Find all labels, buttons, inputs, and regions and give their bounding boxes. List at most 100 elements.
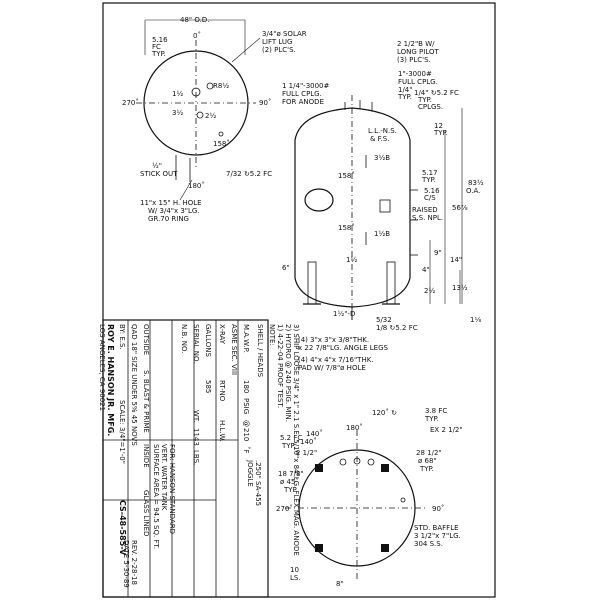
tb-joggle: JOGGLE — [246, 459, 254, 487]
dim-158-el: 158˚ — [338, 172, 355, 180]
typ-516-label: 5.16 FC TYP. — [151, 36, 170, 58]
overall-label: 83½ O.A. — [466, 179, 486, 195]
tb-mawp: M.A.W.P. — [242, 324, 250, 353]
fc-label: 7/32 ↻5.2 FC — [226, 170, 272, 178]
dim-14: 14" — [450, 256, 462, 264]
dim-3b: 3½B — [374, 154, 390, 162]
sheet-border — [102, 2, 496, 598]
angle-180-plan: 180˚ — [346, 424, 363, 432]
tb-finish: S. BLAST & PRIME — [142, 370, 150, 433]
tb-wt-val: 1143 — [192, 428, 200, 446]
baffle-label: STD. BAFFLE 3 1/2"x 7"LG. 304 S.S. — [414, 524, 463, 548]
angle-28-label: 28 1/2" ø 68" TYP. — [416, 449, 444, 473]
tb-shell-heads: SHELL / HEADS — [256, 324, 264, 378]
plan-view: 120˚ ↻ 3.8 FC TYP. EX 2 1/2" 140˚ 140˚ 5… — [276, 407, 463, 588]
tb-gallons-val: 585 — [204, 380, 212, 393]
tb-xray-val: RT-NO — [218, 380, 226, 402]
angle-270-plan: 270˚ — [276, 505, 293, 513]
tb-company: ROY E. HANSON JR. MFG. — [106, 324, 115, 436]
dim-1half: 1½ — [172, 90, 183, 98]
shell-outline — [294, 107, 411, 308]
cs-516-label: 5.16 C/S — [424, 187, 442, 202]
dim-8: 8" — [336, 580, 344, 588]
fc-38-label: 3.8 FC TYP. — [424, 407, 450, 423]
tb-xray: X-RAY — [218, 324, 226, 345]
tb-date: DATE 5-30-89 — [122, 540, 130, 588]
tb-by: BY: E.S. — [118, 324, 126, 350]
tb-temp: 210 — [242, 428, 250, 441]
tb-hlw: H.L.W. — [218, 420, 226, 442]
ex-label: EX 2 1/2" — [430, 426, 463, 434]
tb-scale: SCALE: 3/4"=1'-0" — [118, 400, 126, 464]
solar-lug-label: 3/4"ø SOLAR LIFT LUG (2) PLC'S. — [262, 30, 309, 54]
tb-gallons: GALLONS — [204, 324, 212, 358]
dim-4: 4" — [422, 266, 430, 274]
pilot-label: 2 1/2"B W/ LONG PILOT (3) PLC'S. — [397, 40, 441, 64]
angle-158-label: 158˚ — [213, 140, 230, 148]
angle-90-plan: 90˚ — [432, 505, 444, 513]
tb-dwg-no: CS-48-585-V — [118, 500, 127, 556]
angle-270-label: 270˚ — [122, 99, 139, 107]
tb-spec: QAD 18" SIZE UNDER 5% 45 NOVS — [130, 324, 138, 446]
leg-plate-sw — [315, 544, 323, 552]
angle-180-label: 180˚ — [188, 182, 205, 190]
typ-14-label: 1/4" TYP. — [397, 86, 415, 101]
head-outline — [143, 50, 249, 156]
leg-plate-ne — [381, 464, 389, 472]
leg-plate-nw — [315, 464, 323, 472]
title-block: SHELL / HEADS M.A.W.P. 180 PSIG @ 210 ˚F… — [98, 319, 300, 598]
tb-at: @ — [242, 420, 250, 427]
legs-label: (4) 3"x 3"x 3/8"THK. x 22 7/8"LG. ANGLE … — [298, 336, 389, 352]
dim-1-16: 1⅛ — [470, 316, 481, 324]
typ-plan: TYP. — [281, 442, 296, 450]
tb-note-1: 1) 4-22-04 PROOF TEST. — [276, 324, 284, 408]
tb-customer: FOR: HANSON STANDARD — [168, 444, 176, 534]
dim-2-1-2: 2 1/2" — [296, 449, 317, 457]
dim-6: 6" — [282, 264, 290, 272]
ls-label: 10 LS. — [290, 566, 301, 582]
dim-18-label: 18 7/8" ø 45˚ TYP. — [278, 470, 306, 494]
dim-15b: 1½B — [374, 230, 390, 238]
tb-inside: INSIDE — [142, 444, 150, 468]
tb-asme: ASME SEC. VIII — [230, 324, 238, 375]
angle-140b: 140˚ — [300, 438, 317, 446]
manhole-label: 11"x 15" H. HOLE W/ 3/4"x 3"LG. GR.70 RI… — [140, 199, 204, 223]
cplg-3000-a: 1"-3000# FULL CPLG. — [398, 70, 438, 86]
typ-12-label: 12 TYP. — [433, 122, 448, 137]
tb-shell-mat: .250" SA-455 — [254, 460, 262, 506]
raised-nameplate — [379, 199, 391, 213]
dim-3half: 3½ — [172, 109, 183, 117]
fc-52-plan: 5.2 FC — [280, 434, 302, 442]
raised-label: RAISED S.S. NPL. — [412, 206, 443, 222]
fc-52-label: 1/4" ↻5.2 FC TYP. CPLGS. — [414, 89, 461, 111]
od-label: 48" O.D. — [180, 16, 209, 24]
radius-label: R8½ — [213, 82, 229, 90]
tb-note-3: 3) SHIP LOOSE 3/4" x 1" 2.1 S.E. 5/16"x … — [292, 324, 300, 556]
tb-rev: REV. 2-28-18 — [130, 540, 138, 585]
tb-note-2: 2) HYDRO @ 240 PSIG. MIN. — [284, 324, 292, 422]
dim-1half-el: 1½ — [346, 256, 357, 264]
tb-vessel: VERT. WATER TANK — [160, 444, 168, 511]
angle-0-label: 0˚ — [193, 32, 201, 40]
tb-deg: ˚F — [242, 446, 250, 454]
tb-mawp-val: 180 — [242, 380, 250, 393]
tb-surface: SURFACE AREA = 94.5 SQ. FT. — [152, 444, 160, 549]
dim-2half: 2½ — [205, 112, 216, 120]
dim-56: 56⅞ — [452, 204, 468, 212]
cplg-3000-b: 1 1/4"-3000# FULL CPLG. FOR ANODE — [282, 82, 332, 106]
dim-158-el2: 158˚ — [338, 224, 355, 232]
tb-serial: SERIAL NO. — [192, 324, 200, 363]
tb-psig: PSIG — [242, 398, 250, 414]
angle-90-label: 90˚ — [259, 99, 271, 107]
bottom-label: 1½"-D 5/32 1/8 ↻5.2 FC — [333, 310, 418, 332]
tb-lining: GLASS LINED — [142, 490, 150, 536]
elevation-view: 2 1/2"B W/ LONG PILOT (3) PLC'S. 1"-3000… — [282, 40, 486, 372]
manhole — [304, 188, 334, 212]
tb-nb: N.B. NO. — [180, 324, 188, 353]
tb-lbs: LBS. — [192, 450, 200, 465]
top-view: 48" O.D. 5.16 FC TYP. 0˚ 270˚ 90˚ 180˚ 1… — [122, 16, 309, 223]
pad-label: (4) 4"x 4"x 7/16"THK. PAD W/ 7/8"ø HOLE — [298, 356, 376, 372]
leg-left — [307, 261, 317, 305]
dim-9: 9" — [434, 249, 442, 257]
